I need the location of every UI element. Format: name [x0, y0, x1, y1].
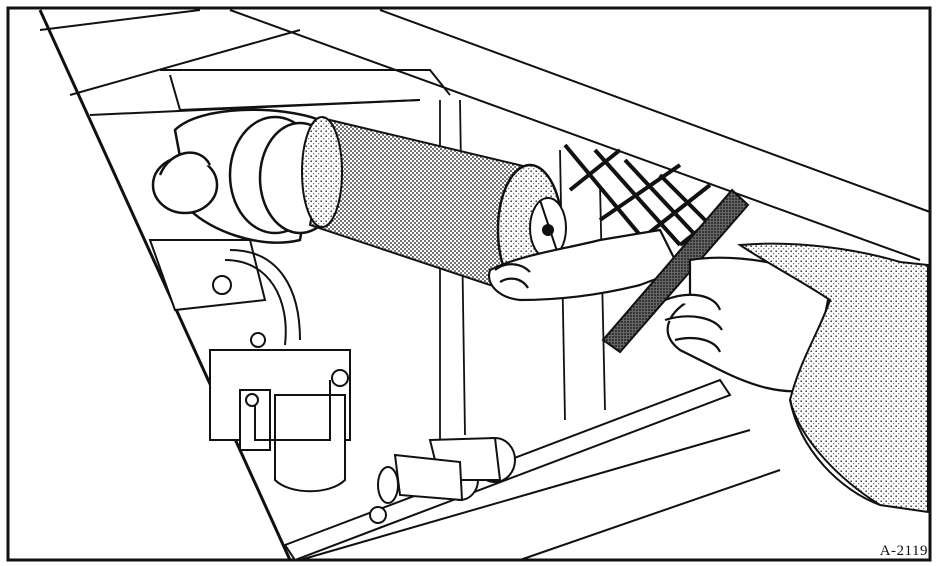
figure-border [6, 6, 932, 562]
lower-pipes [283, 378, 781, 562]
grille [563, 143, 732, 247]
figure-label: A-2119 [879, 543, 928, 559]
sleeve [737, 242, 929, 514]
fuel-filter-assembly [148, 239, 351, 493]
right-hand [664, 256, 832, 393]
air-filter-cartridge [301, 116, 567, 297]
filter-element-tube [601, 188, 750, 354]
top-panel [39, 9, 931, 261]
view-wedge-edge [38, 9, 292, 561]
left-hand [487, 228, 682, 302]
